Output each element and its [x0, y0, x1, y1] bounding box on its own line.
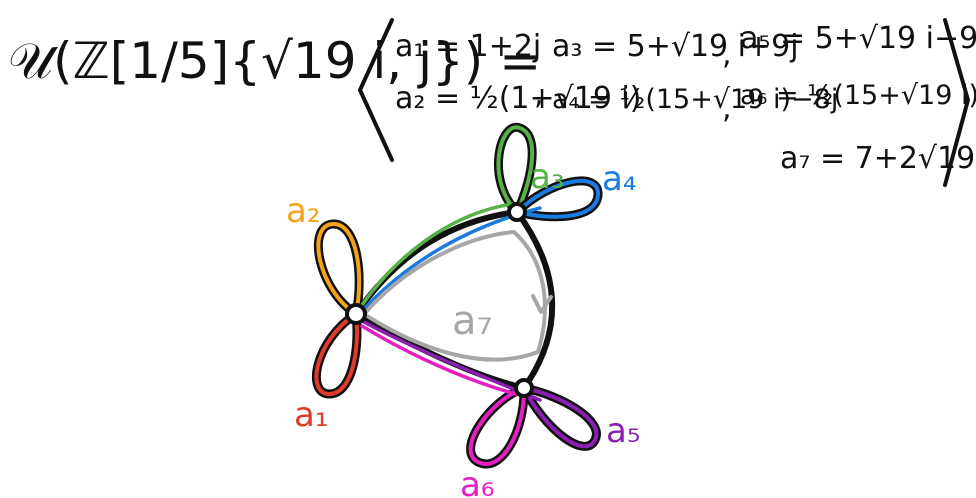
- separator-comma: ,: [534, 77, 544, 112]
- loop-a5: [522, 386, 599, 449]
- loop-a2: [316, 221, 362, 316]
- loop-a4: [515, 179, 600, 219]
- loop-a6: [468, 386, 527, 466]
- label-a4: a₄: [602, 159, 636, 199]
- formula-lhs: 𝒰(ℤ[1/5]{√19 i, j}) =: [8, 32, 541, 90]
- label-a7: a₇: [452, 298, 493, 344]
- generator-a2: a₂ = ½(1+√19 i): [395, 81, 642, 116]
- left-angle-bracket: [358, 18, 394, 162]
- vertex-top: [507, 202, 527, 222]
- label-a1: a₁: [294, 395, 328, 435]
- separator-comma: ,: [722, 91, 732, 126]
- generator-a6: a₆ = ½(15+√19 i)+8j: [740, 80, 976, 111]
- edge-top-bottom: [514, 209, 556, 391]
- vertex-bottom: [514, 378, 534, 398]
- generator-a3: a₃ = 5+√19 i+9j: [552, 29, 799, 64]
- vertex-left: [345, 303, 367, 325]
- label-a5: a₅: [606, 411, 640, 451]
- loop-a7-arrowhead: [531, 294, 553, 314]
- generator-a1: a₁ = 1+2j: [395, 29, 541, 64]
- loop-a3: [496, 125, 535, 214]
- label-a2: a₂: [286, 191, 320, 231]
- label-a3: a₃: [530, 157, 564, 197]
- label-a6: a₆: [460, 465, 494, 498]
- loop-a1: [314, 312, 359, 397]
- loop-a7: [362, 230, 547, 362]
- separator-comma: ,: [722, 37, 732, 72]
- right-angle-bracket: [943, 18, 970, 187]
- generator-a7: a₇ = 7+2√19 k: [780, 141, 976, 176]
- generator-a5: a₅ = 5+√19 i−9j: [740, 21, 976, 56]
- path-a6: [360, 324, 518, 396]
- path-a3: [360, 202, 514, 307]
- generator-a4: a₄ = ½(15+√19 i)−8j: [552, 84, 838, 115]
